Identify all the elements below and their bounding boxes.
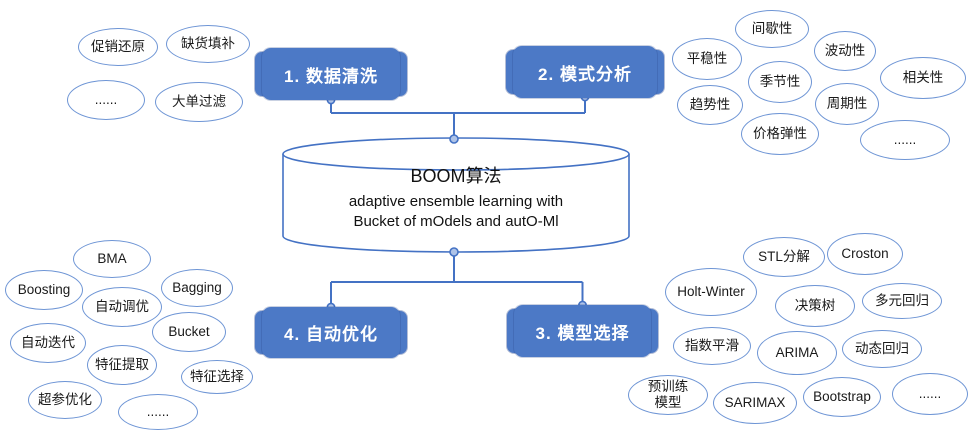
bubble-model-selection: Holt-Winter: [665, 268, 757, 316]
bubble-auto-optimization: ......: [118, 394, 198, 430]
bubble-model-selection: ......: [892, 373, 968, 415]
bubble-auto-optimization: BMA: [73, 240, 151, 278]
bubble-model-selection: 多元回归: [862, 283, 942, 319]
connection-dot: [449, 134, 459, 144]
bubble-auto-optimization: Bucket: [152, 312, 226, 352]
bubble-pattern-analysis: 周期性: [815, 83, 879, 125]
bubble-auto-optimization: 自动迭代: [10, 323, 86, 363]
step-box-4: 4. 自动优化: [255, 307, 407, 358]
bubble-data-cleaning: ......: [67, 80, 145, 120]
bubble-auto-optimization: Boosting: [5, 270, 83, 310]
step-body: 2. 模式分析: [513, 46, 657, 98]
bubble-pattern-analysis: 趋势性: [677, 85, 743, 125]
bubble-model-selection: 动态回归: [842, 330, 922, 368]
boom-subtitle-line2: Bucket of mOdels and autO-Ml: [353, 212, 559, 230]
bubble-model-selection: 预训练 模型: [628, 375, 708, 415]
bubble-data-cleaning: 促销还原: [78, 28, 158, 66]
boom-title: BOOM算法: [410, 166, 502, 186]
bubble-model-selection: SARIMAX: [713, 382, 797, 424]
bubble-auto-optimization: 超参优化: [28, 381, 102, 419]
connection-dot: [449, 247, 459, 257]
bubble-auto-optimization: 特征选择: [181, 360, 253, 394]
bubble-model-selection: Bootstrap: [803, 377, 881, 417]
step-body: 1. 数据清洗: [262, 48, 400, 100]
step-label: 1. 数据清洗: [284, 66, 378, 86]
step-box-2: 2. 模式分析: [506, 46, 664, 98]
bubble-auto-optimization: 自动调优: [82, 287, 162, 327]
boom-subtitle-line1: adaptive ensemble learning with: [348, 193, 564, 210]
bubble-pattern-analysis: 季节性: [748, 61, 812, 103]
step-label: 4. 自动优化: [284, 325, 378, 344]
bubble-data-cleaning: 缺货填补: [166, 25, 250, 63]
cylinder-label: BOOM算法 adaptive ensemble learning with B…: [283, 162, 629, 231]
bubble-auto-optimization: Bagging: [161, 269, 233, 307]
step-label: 3. 模型选择: [535, 323, 630, 343]
bubble-data-cleaning: 大单过滤: [155, 82, 243, 122]
bubble-model-selection: 决策树: [775, 285, 855, 327]
bubble-auto-optimization: 特征提取: [87, 345, 157, 385]
bubble-model-selection: STL分解: [743, 237, 825, 277]
bubble-pattern-analysis: 间歇性: [735, 10, 809, 48]
bubble-model-selection: Croston: [827, 233, 903, 275]
bubble-pattern-analysis: ......: [860, 120, 950, 160]
bubble-model-selection: 指数平滑: [673, 327, 751, 365]
step-body: 3. 模型选择: [514, 305, 651, 357]
bubble-pattern-analysis: 波动性: [814, 31, 876, 71]
step-label: 2. 模式分析: [538, 64, 632, 84]
step-box-1: 1. 数据清洗: [255, 48, 407, 100]
bubble-pattern-analysis: 相关性: [880, 57, 966, 99]
step-body: 4. 自动优化: [262, 307, 400, 358]
bubble-model-selection: ARIMA: [757, 331, 837, 375]
step-box-3: 3. 模型选择: [507, 305, 658, 357]
bubble-pattern-analysis: 价格弹性: [741, 113, 819, 155]
bubble-pattern-analysis: 平稳性: [672, 38, 742, 80]
